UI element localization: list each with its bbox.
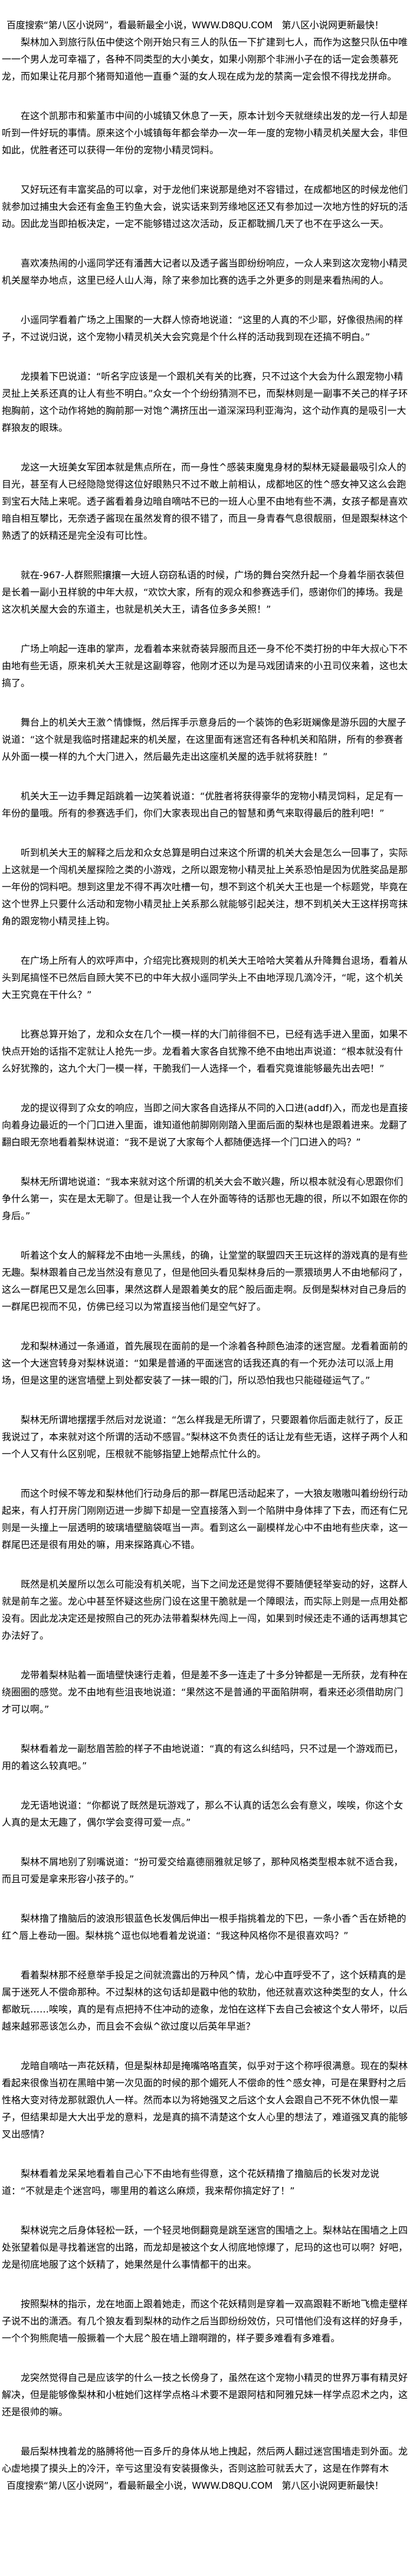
story-paragraph: 听着这个女人的解释龙不由地一头黑线，的确，让堂堂的联盟四天王玩这样的游戏真的是有… (2, 1250, 408, 1312)
story-paragraph: 梨林加入到旅行队伍中使这个刚开始只有三人的队伍一下扩建到七人，而作为这整只队伍中… (2, 37, 408, 82)
story-paragraph: 龙突然觉得自己是应该学的什么一技之长傍身了，虽然在这个宠物小精灵的世界万事有精灵… (2, 2372, 408, 2417)
story-paragraph: 梨林不屑地别了别嘴说道：“扮可爱交给嘉德丽雅就足够了，那种风格类型根本就不适合我… (2, 1856, 404, 1885)
chapter-text: 梨林加入到旅行队伍中使这个刚开始只有三人的队伍一下扩建到七人，而作为这整只队伍中… (2, 34, 409, 2477)
novel-page: 百度搜索“第八区小说网”，看最新最全小说，WWW.D8QU.COM 第八区小说网… (2, 19, 409, 2491)
story-paragraph: 看着梨林那不经意举手投足之间就流露出的万种风^情，龙心中直呼受不了，这个妖精真的… (2, 1969, 408, 2032)
story-paragraph: 龙的提议得到了众女的响应，当即之间大家各自选择从不同的入口进(addf)入，而龙… (2, 1102, 408, 1148)
story-paragraph: 梨林看着龙一副愁眉苦脸的样子不由地说道：“真的有这么纠结吗，只不过是一个游戏而已… (2, 1743, 404, 1771)
story-paragraph: 梨林撸了撸脑后的波浪形银蓝色长发偶后伸出一根手指挑着龙的下巴，一条小香^舌在娇艳… (2, 1913, 407, 1941)
story-paragraph: 梨林看着龙呆呆地看着自己心下不由地有些得意，这个花妖精撸了撸脑后的长发对龙说道：… (2, 2168, 380, 2196)
story-paragraph: 在这个凯那市和紫堇市中间的小城镇又休息了一天，原本计划今天就继续出发的龙一行人却… (2, 110, 408, 156)
story-paragraph: 龙无语地说道：“你都说了既然是玩游戏了，那么不认真的话怎么会有意义，唉唉，你这个… (2, 1800, 404, 1828)
story-paragraph: 小遥同学看着广场之上围聚的一大群人惊奇地说道：“这里的人真的不少耶，好像很热闹的… (2, 314, 404, 342)
story-paragraph: 龙暗自嘀咕一声花妖精，但是梨林却是掩嘴咯咯直笑，似乎对于这个称呼很满意。现在的梨… (2, 2060, 408, 2140)
story-paragraph: 按照梨林的指示，龙在地面上跟着她走，而这个花妖精则是穿着一双高跟鞋不断地飞檐走壁… (2, 2298, 408, 2344)
site-banner-bottom: 百度搜索“第八区小说网”，看最新最全小说，WWW.D8QU.COM 第八区小说网… (6, 2480, 384, 2491)
story-paragraph: 龙这一大班美女军团本就是焦点所在，而一身性^感装束魔鬼身材的梨林无疑最最吸引众人… (2, 462, 408, 541)
story-paragraph: 龙摸着下巴说道：“听名字应该是一个跟机关有关的比赛，只不过这个大会为什么跟宠物小… (2, 371, 408, 433)
story-paragraph: 舞台上的机关大王激^情慷慨，然后挥手示意身后的一个装饰的色彩斑斓像是游乐园的大屋… (2, 717, 407, 762)
story-paragraph: 比赛总算开始了，龙和众女在几个一模一样的大门前徘徊不已，已经有选手进入里面，如果… (2, 1029, 408, 1074)
story-paragraph: 梨林无所谓地说道：“我本来就对这个所谓的机关大会不敢兴趣，所以根本就没有心思跟你… (2, 1176, 408, 1221)
story-paragraph: 听到机关大王的解释之后龙和众女总算是明白过来这个所谓的机关大会是怎么一回事了，实… (2, 847, 408, 927)
story-paragraph: 机关大王一边手舞足蹈跳着一边笑着说道：“优胜者将获得豪华的宠物小精灵饲料，足足有… (2, 790, 404, 819)
story-paragraph: 而这个时候不等龙和梨林他们行动身后的那一群尾巴活动起来了，一大狼友嗷嗷叫着纷纷行… (2, 1488, 408, 1550)
story-paragraph: 梨林无所谓地摆摆手然后对龙说道：“怎么样我是无所谓了，只要跟着你后面走就行了，反… (2, 1414, 408, 1460)
site-banner-top: 百度搜索“第八区小说网”，看最新最全小说，WWW.D8QU.COM 第八区小说网… (6, 19, 384, 31)
story-paragraph: 在广场上所有人的欢呼声中，介绍完比赛规则的机关大王哈哈大笑着从升降舞台退场，看着… (2, 955, 408, 1000)
story-paragraph: 梨林说完之后身体轻松一跃，一个轻灵地倒翻竟是跳至迷宫的围墙之上。梨林站在围墙之上… (2, 2225, 408, 2270)
story-paragraph: 龙带着梨林贴着一面墙壁快速行走着，但是差不多一连走了十多分钟都是一无所获，龙有种… (2, 1669, 408, 1715)
story-paragraph: 最后梨林拽着龙的胳膊将他一百多斤的身体从地上拽起，然后两人翻过迷宫围墙走到外面。… (2, 2446, 408, 2474)
story-paragraph: 喜欢凑热闹的小遥同学还有潘茜大记者以及透子酱当即纷纷响应，一众人来到这次宠物小精… (2, 258, 408, 286)
story-paragraph: 龙和梨林通过一条通道，首先展现在面前的是一个涂着各种颜色油漆的迷宫屋。龙看着面前… (2, 1340, 408, 1386)
story-paragraph: 就在-967-人群熙熙攘攘一大班人窃窃私语的时候，广场的舞台突然升起一个身着华丽… (2, 569, 405, 615)
story-paragraph: 广场上响起一连串的掌声，龙看着本来就奇装异服而且还一身不伦不类打扮的中年大叔心下… (2, 643, 408, 689)
story-paragraph: 又好玩还有丰富奖品的可以拿，对于龙他们来说那是绝对不容错过，在成都地区的时候龙他… (2, 184, 408, 229)
story-paragraph: 既然是机关屋所以怎么可能没有机关呢，当下之间龙还是觉得不要随便轻举妄动的好，这群… (2, 1579, 408, 1641)
